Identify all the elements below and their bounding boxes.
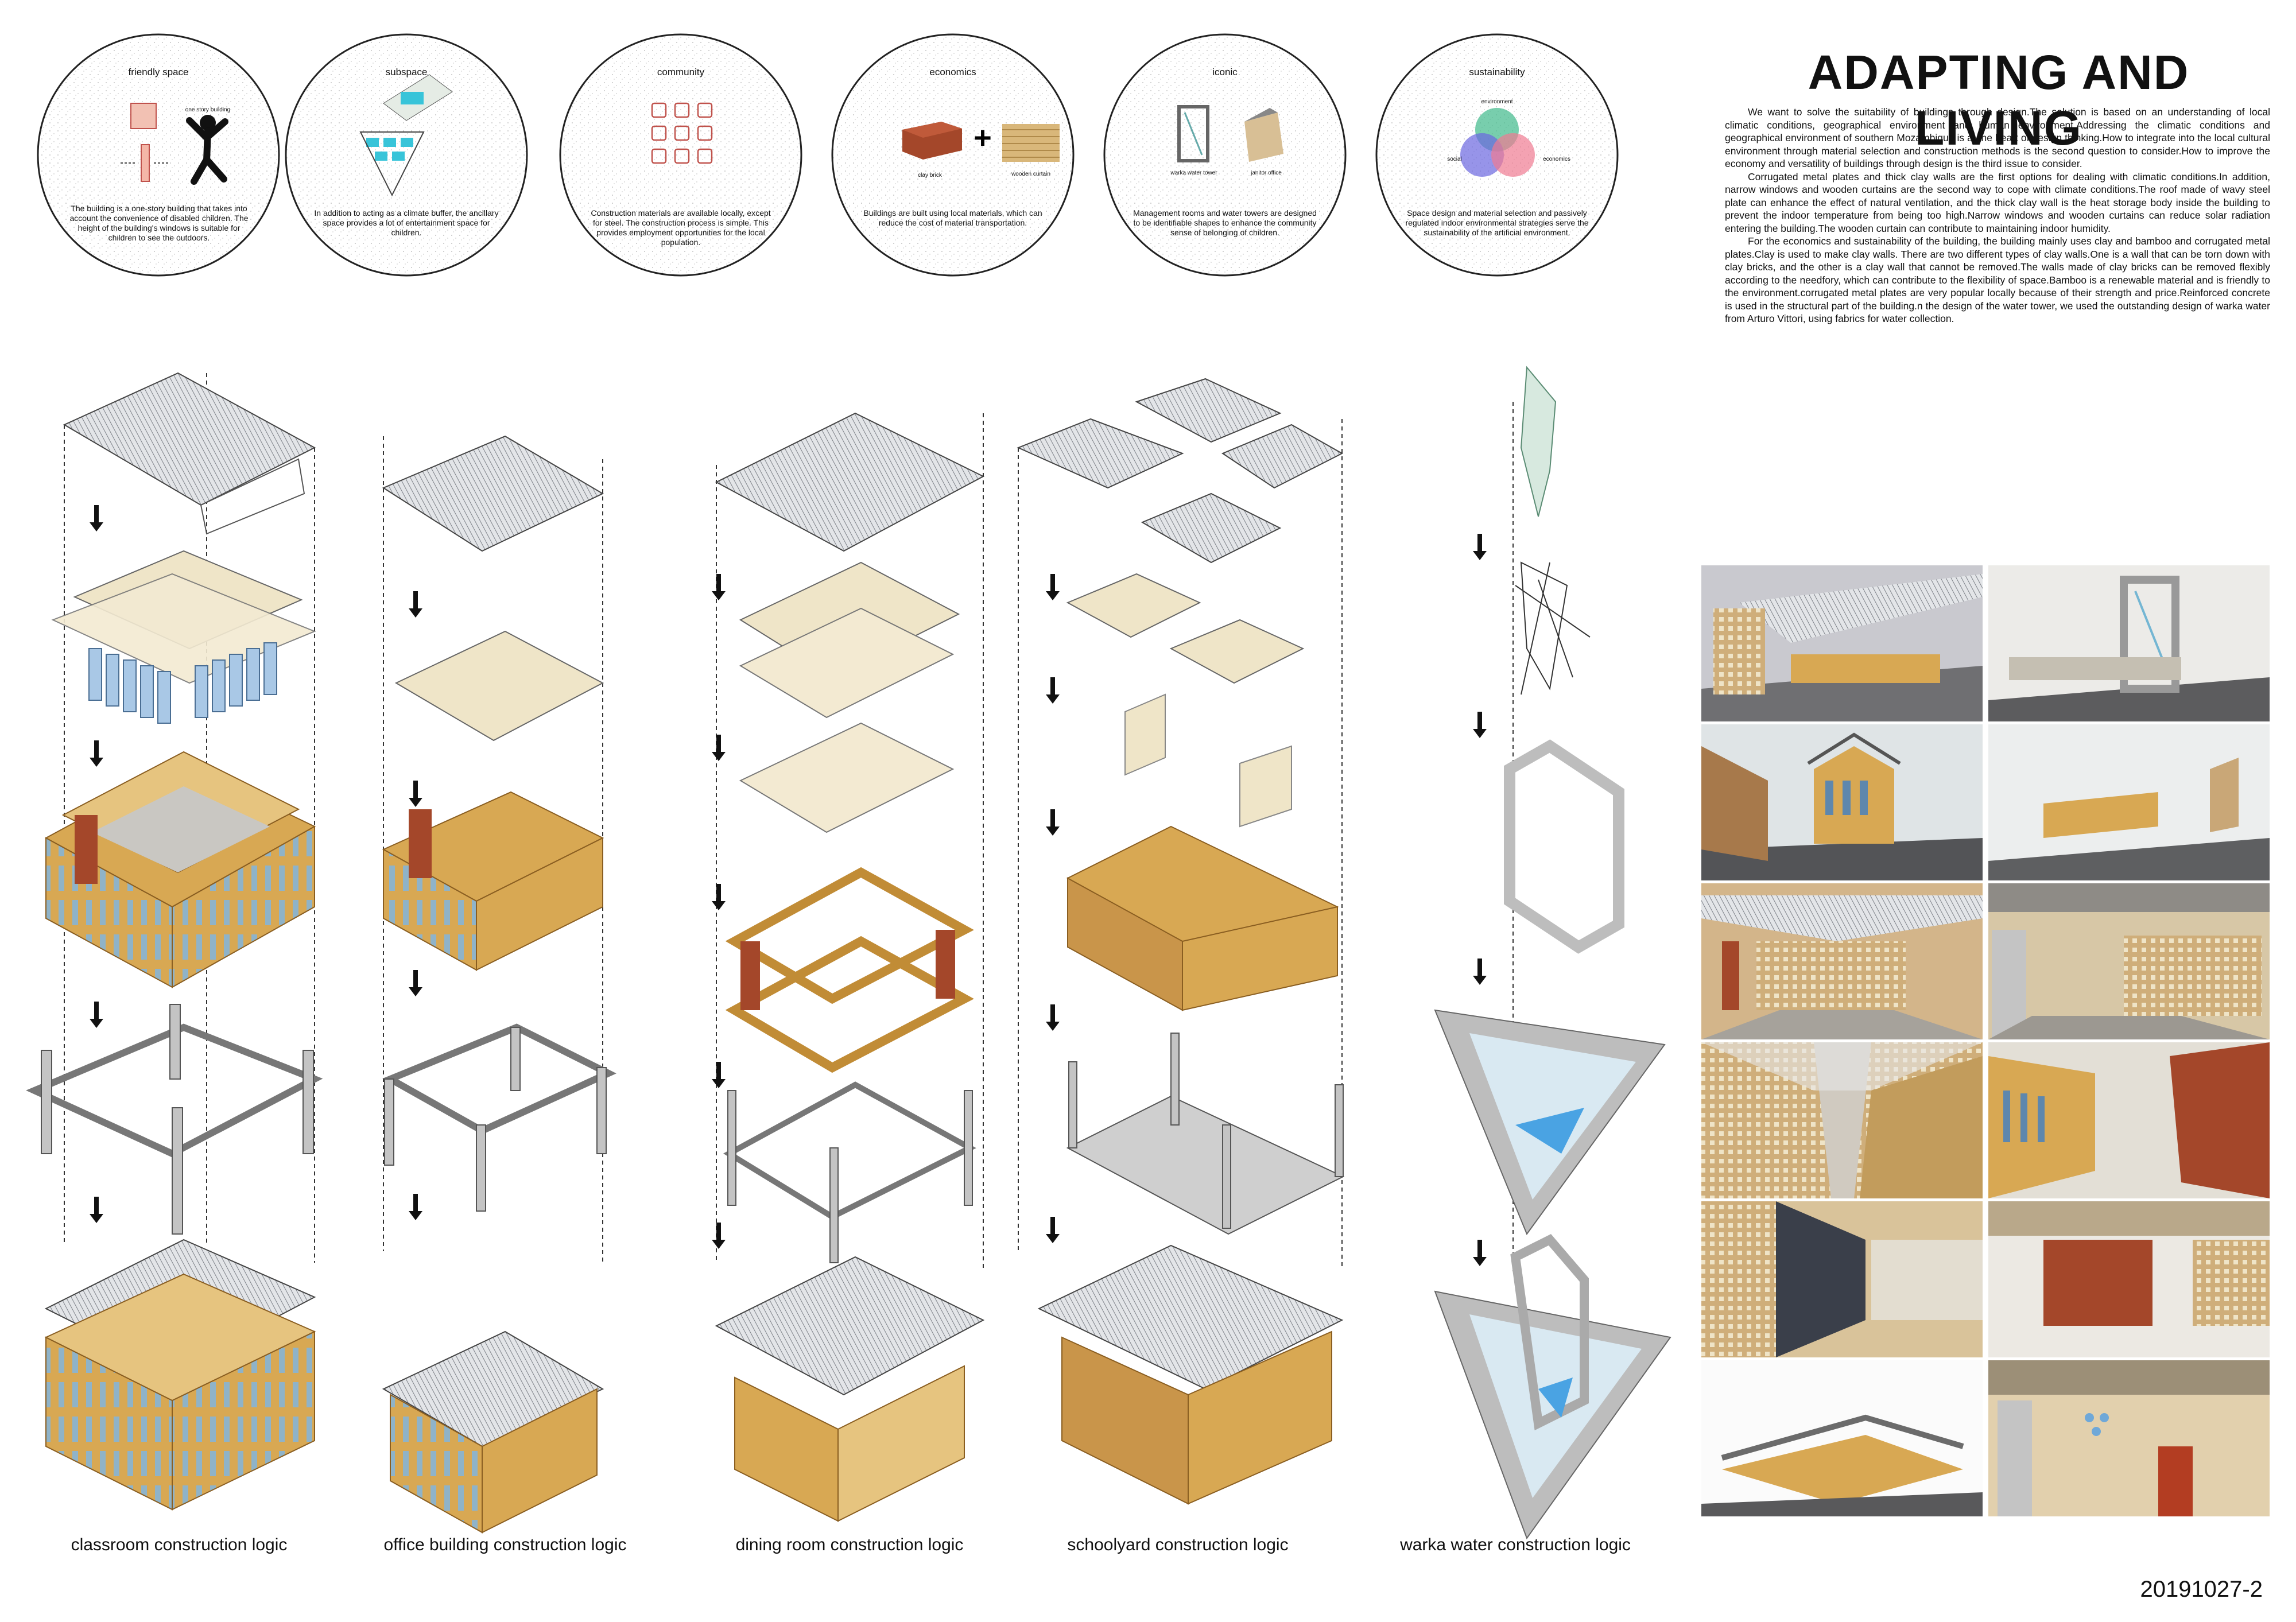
clay-brick-icon (902, 122, 962, 160)
circle-title-friendly-space: friendly space (128, 67, 189, 77)
label-social: social (1447, 156, 1462, 162)
caption-dining: dining room construction logic (735, 1535, 964, 1554)
label-clay-brick: clay brick (918, 172, 942, 179)
svg-text:+: + (974, 121, 992, 155)
classroom-diagram (26, 372, 323, 1511)
label-wooden-curtain: wooden curtain (1011, 171, 1050, 177)
circle-text-sustainability: Space design and material selection and … (1405, 208, 1589, 237)
office-diagram (382, 435, 616, 1534)
warka-water-diagram (1434, 366, 1671, 1540)
circle-title-iconic: iconic (1212, 67, 1238, 77)
drawing-code: 20191027-2 (2140, 1577, 2263, 1602)
circle-text-economics: Buildings are built using local material… (863, 208, 1042, 227)
renderings-grid (1701, 565, 2270, 1516)
circle-community (559, 33, 802, 277)
circle-text-subspace: In addition to acting as a climate buffe… (314, 208, 499, 237)
circle-text-friendly-space: The building is a one-story building tha… (69, 204, 249, 242)
rendering-12 (1988, 1360, 2270, 1516)
circle-iconic (1103, 33, 1347, 277)
rendering-11 (1701, 1360, 1983, 1516)
dining-diagram (715, 412, 985, 1522)
paragraph-3: For the economics and sustainability of … (1725, 235, 2270, 324)
caption-office: office building construction logic (383, 1535, 627, 1554)
wooden-curtain-icon (1002, 124, 1060, 162)
circle-text-community: Construction materials are available loc… (591, 208, 771, 247)
rendering-1 (1701, 565, 1983, 721)
rendering-3 (1701, 724, 1983, 880)
label-janitor-office: janitor office (1251, 170, 1282, 176)
schoolyard-diagram (1017, 378, 1345, 1505)
janitor-office-icon (1244, 108, 1283, 162)
rendering-6 (1988, 883, 2270, 1039)
label-economics: economics (1543, 156, 1570, 162)
circle-title-subspace: subspace (385, 67, 428, 77)
caption-classroom: classroom construction logic (71, 1535, 288, 1554)
concept-circles: + (37, 33, 1619, 277)
jumping-child-icon (186, 115, 228, 185)
body-text: We want to solve the suitability of buil… (1725, 106, 2270, 325)
grid-of-houses-icon (651, 102, 713, 164)
rendering-9 (1701, 1201, 1983, 1357)
circle-title-community: community (657, 67, 705, 77)
circle-text-iconic: Management rooms and water towers are de… (1133, 208, 1317, 237)
circle-title-sustainability: sustainability (1469, 67, 1525, 77)
circle-sustainability (1375, 33, 1619, 277)
page-title: ADAPTING AND LIVING (1808, 45, 2190, 155)
rendering-10 (1988, 1201, 2270, 1357)
caption-warka-water: warka water construction logic (1400, 1535, 1631, 1554)
rendering-2 (1988, 565, 2270, 721)
rendering-5 (1701, 883, 1983, 1039)
paragraph-2: Corrugated metal plates and thick clay w… (1725, 170, 2270, 234)
circle-economics: + (831, 33, 1075, 277)
paragraph-1: We want to solve the suitability of buil… (1725, 106, 2270, 169)
circle-subspace (285, 33, 528, 277)
rendering-7 (1701, 1042, 1983, 1198)
circle-title-economics: economics (929, 67, 976, 77)
rendering-8 (1988, 1042, 2270, 1198)
circle-friendly-space (37, 33, 280, 277)
down-arrows (90, 505, 1487, 1266)
rendering-4 (1988, 724, 2270, 880)
label-one-story-building: one story building (185, 107, 231, 113)
label-environment: environment (1481, 99, 1513, 105)
warka-water-tower-icon (1177, 105, 1209, 162)
caption-schoolyard: schoolyard construction logic (1067, 1535, 1289, 1554)
label-warka-water-tower: warka water tower (1170, 170, 1217, 176)
